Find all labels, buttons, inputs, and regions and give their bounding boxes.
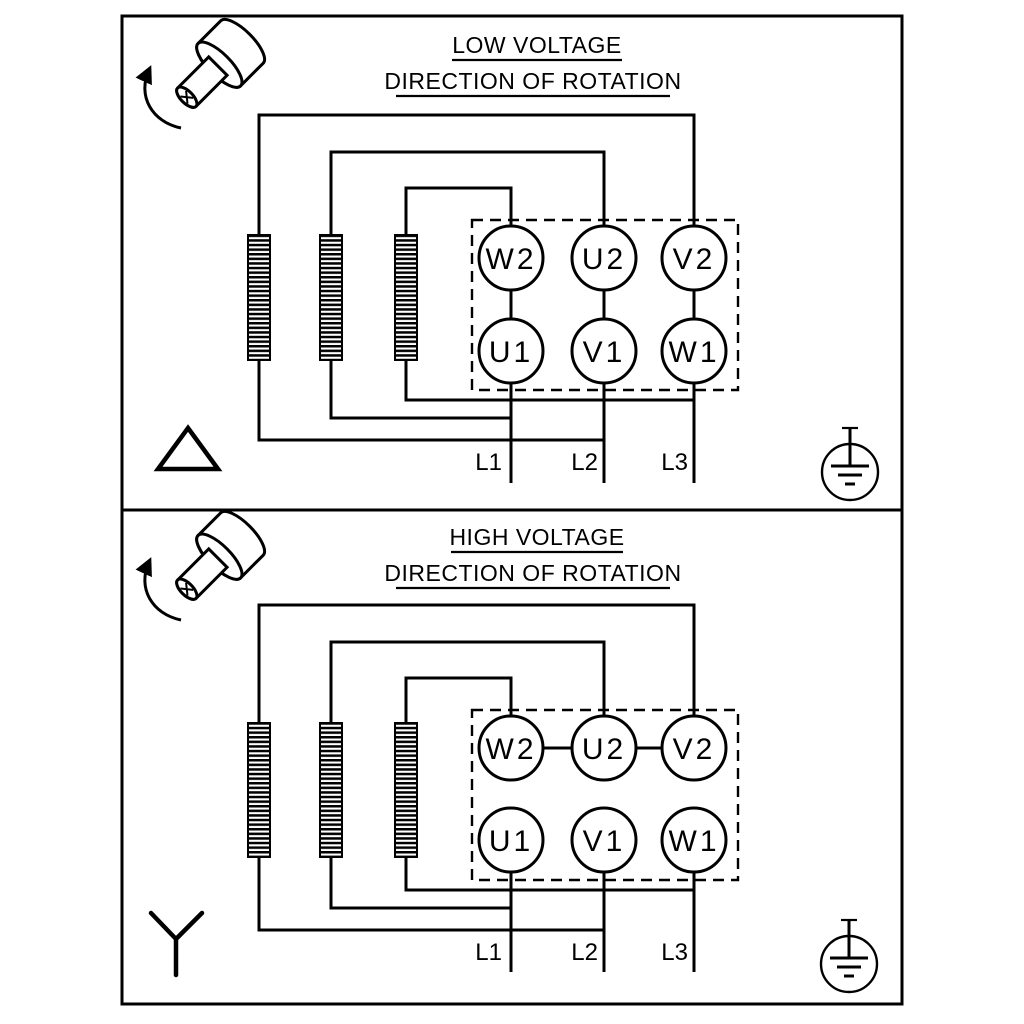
supply-leads <box>509 872 696 972</box>
terminal-label: W1 <box>669 825 720 858</box>
terminal-label: V2 <box>673 733 716 766</box>
motor-shaft-rotation-icon <box>135 17 267 130</box>
terminal-v2: V2 <box>660 224 728 292</box>
terminal-w1: W1 <box>660 317 728 385</box>
terminal-label: U1 <box>489 825 533 858</box>
wire-segment <box>404 857 694 892</box>
panel-title: HIGH VOLTAGE <box>449 524 624 550</box>
supply-label-l2: L2 <box>571 449 598 476</box>
terminal-label: W1 <box>669 336 720 369</box>
terminal-label: U2 <box>582 243 626 276</box>
wire-segment <box>257 113 696 235</box>
wire-segment <box>257 360 604 442</box>
terminal-v2: V2 <box>660 714 728 782</box>
supply-label-l2: L2 <box>571 939 598 966</box>
rotation-arrow <box>135 65 182 130</box>
terminal-label: V1 <box>583 336 626 369</box>
supply-label-l3: L3 <box>661 939 688 966</box>
shaft-cylinder <box>175 509 267 601</box>
panel-subtitle: DIRECTION OF ROTATION <box>384 68 681 94</box>
terminal-label: U1 <box>489 336 533 369</box>
wire-segment <box>404 186 513 235</box>
earth-ground-icon <box>819 918 879 994</box>
terminal-label: W2 <box>486 733 537 766</box>
wire-segment <box>257 603 696 723</box>
wire-segment <box>329 640 606 723</box>
star-connection-symbol <box>148 910 205 978</box>
winding-coil <box>394 722 418 858</box>
winding-wires <box>257 113 696 442</box>
delta-jumper-links <box>509 290 696 319</box>
winding-coil <box>247 234 271 361</box>
wire-segment <box>329 360 511 420</box>
terminal-w2: W2 <box>477 224 545 292</box>
shaft-cross-mark <box>180 582 194 596</box>
panel-title: LOW VOLTAGE <box>452 32 622 58</box>
shaft-cross-mark <box>180 90 194 104</box>
motor-shaft-rotation-icon <box>135 509 267 622</box>
terminal-v1: V1 <box>570 317 638 385</box>
shaft-cylinder <box>175 17 267 109</box>
terminal-v1: V1 <box>570 806 638 874</box>
winding-wires <box>257 603 696 932</box>
terminal-u1: U1 <box>477 317 545 385</box>
terminal-u2: U2 <box>570 224 638 292</box>
terminal-label: W2 <box>486 243 537 276</box>
winding-coil <box>247 722 271 858</box>
terminal-label: U2 <box>582 733 626 766</box>
panel-low-voltage: LOW VOLTAGE DIRECTION OF ROTATION <box>135 17 880 502</box>
winding-coil <box>319 722 343 858</box>
winding-coil <box>319 234 343 361</box>
wire-segment <box>404 360 694 402</box>
stator-windings <box>247 234 418 361</box>
winding-coil <box>394 234 418 361</box>
wire-segment <box>257 857 604 932</box>
terminal-u1: U1 <box>477 806 545 874</box>
wire-segment <box>404 676 513 723</box>
wire-segment <box>329 857 511 910</box>
earth-ground-icon <box>820 426 880 502</box>
terminal-w2: W2 <box>477 714 545 782</box>
supply-label-l3: L3 <box>661 449 688 476</box>
supply-leads <box>509 383 696 483</box>
terminal-label: V2 <box>673 243 716 276</box>
rotation-arrow <box>135 557 182 622</box>
supply-label-l1: L1 <box>475 939 502 966</box>
delta-connection-symbol <box>153 424 223 472</box>
wire-segment <box>329 150 606 235</box>
panel-high-voltage: HIGH VOLTAGE DIRECTION OF ROTATION <box>135 509 879 994</box>
panel-subtitle: DIRECTION OF ROTATION <box>384 560 681 586</box>
terminal-label: V1 <box>583 825 626 858</box>
supply-label-l1: L1 <box>475 449 502 476</box>
terminal-w1: W1 <box>660 806 728 874</box>
terminal-u2: U2 <box>570 714 638 782</box>
stator-windings <box>247 722 418 858</box>
